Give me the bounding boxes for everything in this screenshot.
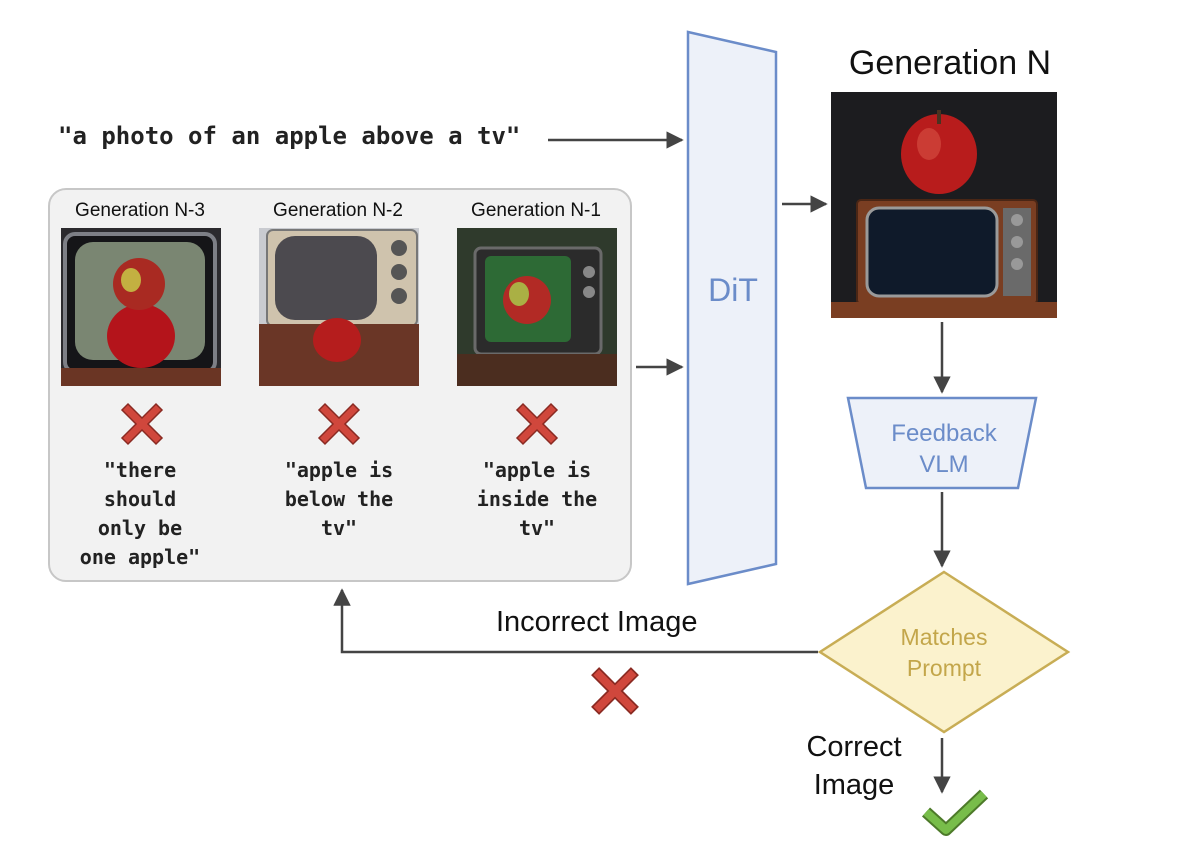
incorrect-reject-icon: [591, 667, 639, 715]
current-generation-title: Generation N: [848, 44, 1052, 82]
history-feedback-n2: "apple is below the tv": [284, 458, 394, 540]
history-image-n2: [259, 228, 419, 386]
reject-icon-n3: [120, 402, 164, 446]
decision-diamond: [817, 570, 1071, 734]
dit-label: DiT: [708, 272, 758, 308]
history-feedback-n3: "there should only be one apple": [79, 458, 201, 569]
history-label-n1: Generation N-1: [471, 200, 601, 221]
history-label-n3: Generation N-3: [75, 200, 205, 221]
reject-icon-n2: [317, 402, 361, 446]
decision-label: Matches Prompt: [900, 624, 988, 681]
feedback-vlm-block: [846, 396, 1038, 490]
incorrect-image-label: Incorrect Image: [496, 606, 698, 638]
history-image-n3: [61, 228, 221, 386]
input-prompt: "a photo of an apple above a tv": [58, 122, 521, 150]
dit-block: [686, 30, 778, 586]
reject-icon-n1: [515, 402, 559, 446]
history-label-n2: Generation N-2: [273, 200, 403, 221]
feedback-vlm-label: Feedback VLM: [891, 420, 997, 478]
correct-image-label: Correct Image: [806, 731, 902, 801]
current-generation-image: [831, 92, 1057, 318]
history-image-n1: [457, 228, 617, 386]
history-feedback-n1: "apple is inside the tv": [476, 458, 598, 540]
incorrect-loop-arrow: [333, 588, 818, 654]
